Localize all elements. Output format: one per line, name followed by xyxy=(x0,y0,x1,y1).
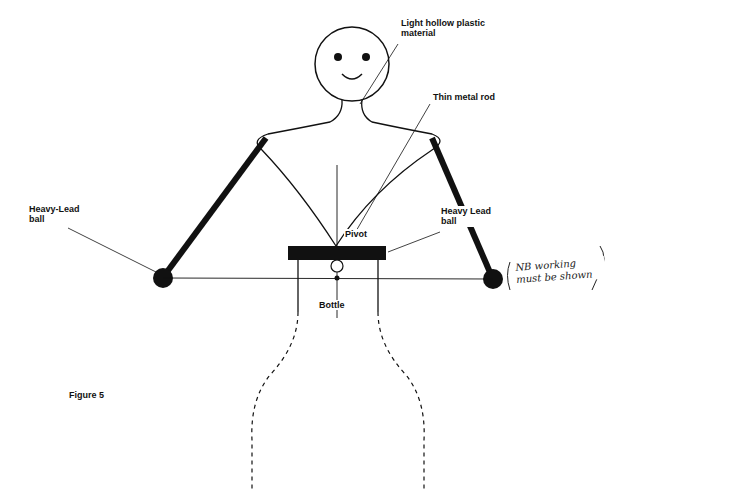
centre-dot xyxy=(335,276,340,281)
part-label: Pivot xyxy=(344,229,368,239)
smile xyxy=(342,74,362,79)
body-outline xyxy=(257,100,440,246)
leader-line xyxy=(388,232,440,252)
eye xyxy=(334,53,342,61)
part-label: Light hollow plastic material xyxy=(400,18,494,39)
bottle-cap xyxy=(288,246,386,260)
eye xyxy=(362,53,370,61)
metal-rod xyxy=(164,138,266,276)
handwritten-note: NB working must be shown xyxy=(514,256,605,285)
part-label: Heavy-Lead ball xyxy=(28,204,90,225)
note-bracket xyxy=(508,262,511,290)
part-label: Bottle xyxy=(318,300,346,310)
bottle-body xyxy=(378,312,424,491)
leader-line xyxy=(68,228,156,272)
bottle-neck xyxy=(377,260,378,312)
bottle-body xyxy=(252,312,298,491)
figure-caption: Figure 5 xyxy=(68,390,105,400)
part-label: Heavy Lead ball xyxy=(440,206,502,227)
leader-line xyxy=(352,104,430,238)
leader-line xyxy=(360,44,398,104)
part-label: Thin metal rod xyxy=(432,92,496,102)
pivot-bearing xyxy=(331,260,343,272)
bottle-neck xyxy=(297,260,298,312)
head xyxy=(315,27,389,101)
level-line xyxy=(163,278,493,279)
centre-line xyxy=(337,165,338,318)
